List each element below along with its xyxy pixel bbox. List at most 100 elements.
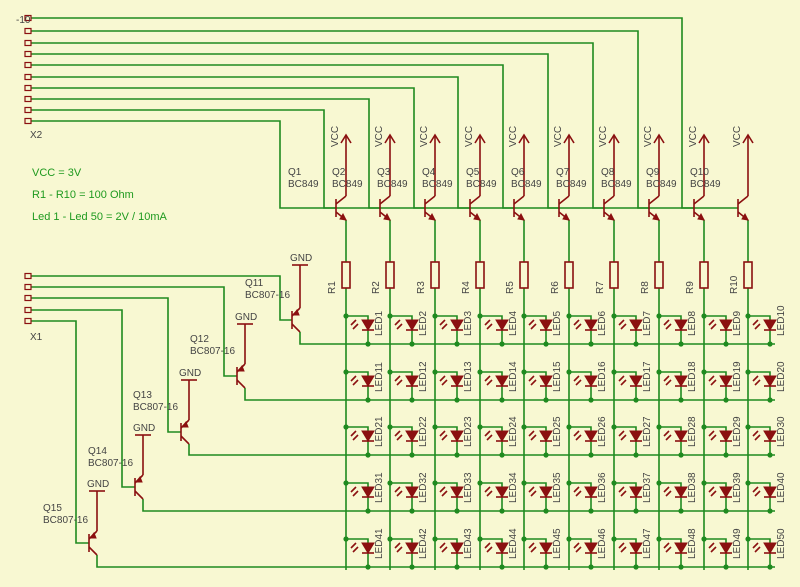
junction-dot xyxy=(521,424,527,430)
led-ray xyxy=(350,430,357,437)
transistor-arrow xyxy=(291,309,300,316)
vcc-label: VCC xyxy=(419,126,430,147)
led-label: LED22 xyxy=(418,416,429,447)
junction-dot xyxy=(633,341,639,347)
vcc-label: VCC xyxy=(508,126,519,147)
led-ray xyxy=(441,490,448,497)
junction-dot xyxy=(566,480,572,486)
led-ray xyxy=(708,375,715,382)
led-branch xyxy=(569,482,592,487)
led-ray xyxy=(620,379,627,386)
led-branch xyxy=(390,371,413,376)
resistor-label: R4 xyxy=(461,281,472,294)
junction-dot xyxy=(543,341,549,347)
led xyxy=(719,375,733,387)
transistor-arrow xyxy=(88,532,97,539)
junction-dot xyxy=(588,508,594,514)
led xyxy=(361,319,375,331)
junction-dot xyxy=(701,369,707,375)
led-ray xyxy=(486,379,493,386)
led xyxy=(405,486,419,498)
transistor-arrow xyxy=(697,212,705,221)
led-ray xyxy=(708,542,715,549)
led xyxy=(584,319,598,331)
transistor-collector xyxy=(558,195,570,205)
led-label: LED2 xyxy=(418,311,429,336)
led-branch xyxy=(346,482,369,487)
column-drive-wire xyxy=(31,87,470,209)
led-label: LED40 xyxy=(776,472,787,503)
transistor-collector xyxy=(603,195,615,205)
resistor xyxy=(743,261,753,289)
led-ray xyxy=(665,434,672,441)
led xyxy=(719,319,733,331)
row-transistor-name: Q15 xyxy=(43,503,62,514)
junction-dot xyxy=(521,480,527,486)
junction-dot xyxy=(767,397,773,403)
junction-dot xyxy=(701,480,707,486)
led-label: LED31 xyxy=(374,472,385,503)
led-ray xyxy=(573,486,580,493)
led-ray xyxy=(350,486,357,493)
junction-dot xyxy=(387,424,393,430)
led xyxy=(539,319,553,331)
column-transistor-value: BC849 xyxy=(601,179,632,190)
resistor-label: R8 xyxy=(640,281,651,294)
led-branch xyxy=(346,538,369,543)
led xyxy=(405,375,419,387)
led xyxy=(763,542,777,554)
transistor-arrow xyxy=(383,212,391,221)
led xyxy=(495,430,509,442)
row-transistor-name: Q11 xyxy=(245,278,264,289)
junction-dot xyxy=(454,564,460,570)
led-ray xyxy=(352,546,359,553)
led-label: LED41 xyxy=(374,528,385,559)
transistor-arrow xyxy=(236,365,245,372)
led-branch xyxy=(659,315,682,320)
led-label: LED21 xyxy=(374,416,385,447)
led-ray xyxy=(484,486,491,493)
led xyxy=(450,375,464,387)
connector-x1-pin xyxy=(24,294,32,302)
junction-dot xyxy=(767,452,773,458)
junction-dot xyxy=(767,508,773,514)
led-ray xyxy=(530,434,537,441)
led-ray xyxy=(528,375,535,382)
led-branch xyxy=(480,482,503,487)
junction-dot xyxy=(588,341,594,347)
junction-dot xyxy=(633,508,639,514)
led-label: LED47 xyxy=(642,528,653,559)
transistor-collector xyxy=(737,195,749,205)
led-branch xyxy=(524,315,547,320)
led xyxy=(495,319,509,331)
column-transistor-name: Q3 xyxy=(377,167,391,178)
led xyxy=(629,430,643,442)
column-transistor-name: Q6 xyxy=(511,167,525,178)
led xyxy=(584,486,598,498)
led-branch xyxy=(748,482,771,487)
junction-dot xyxy=(365,564,371,570)
junction-dot xyxy=(499,508,505,514)
led xyxy=(405,430,419,442)
junction-dot xyxy=(409,564,415,570)
junction-dot xyxy=(767,564,773,570)
led-label: LED44 xyxy=(508,528,519,559)
junction-dot xyxy=(432,369,438,375)
led-ray xyxy=(484,375,491,382)
led-branch xyxy=(435,315,458,320)
led xyxy=(719,430,733,442)
led-branch xyxy=(748,371,771,376)
led-ray xyxy=(530,379,537,386)
row-transistor-value: BC807-16 xyxy=(245,290,290,301)
column-drive-wire xyxy=(31,76,514,209)
led-ray xyxy=(352,323,359,330)
led-branch xyxy=(346,315,369,320)
led-ray xyxy=(620,546,627,553)
resistor-label: R10 xyxy=(729,275,740,294)
row-transistor-name: Q14 xyxy=(88,446,107,457)
led-label: LED18 xyxy=(687,361,698,392)
led-ray xyxy=(441,434,448,441)
led-branch xyxy=(435,371,458,376)
